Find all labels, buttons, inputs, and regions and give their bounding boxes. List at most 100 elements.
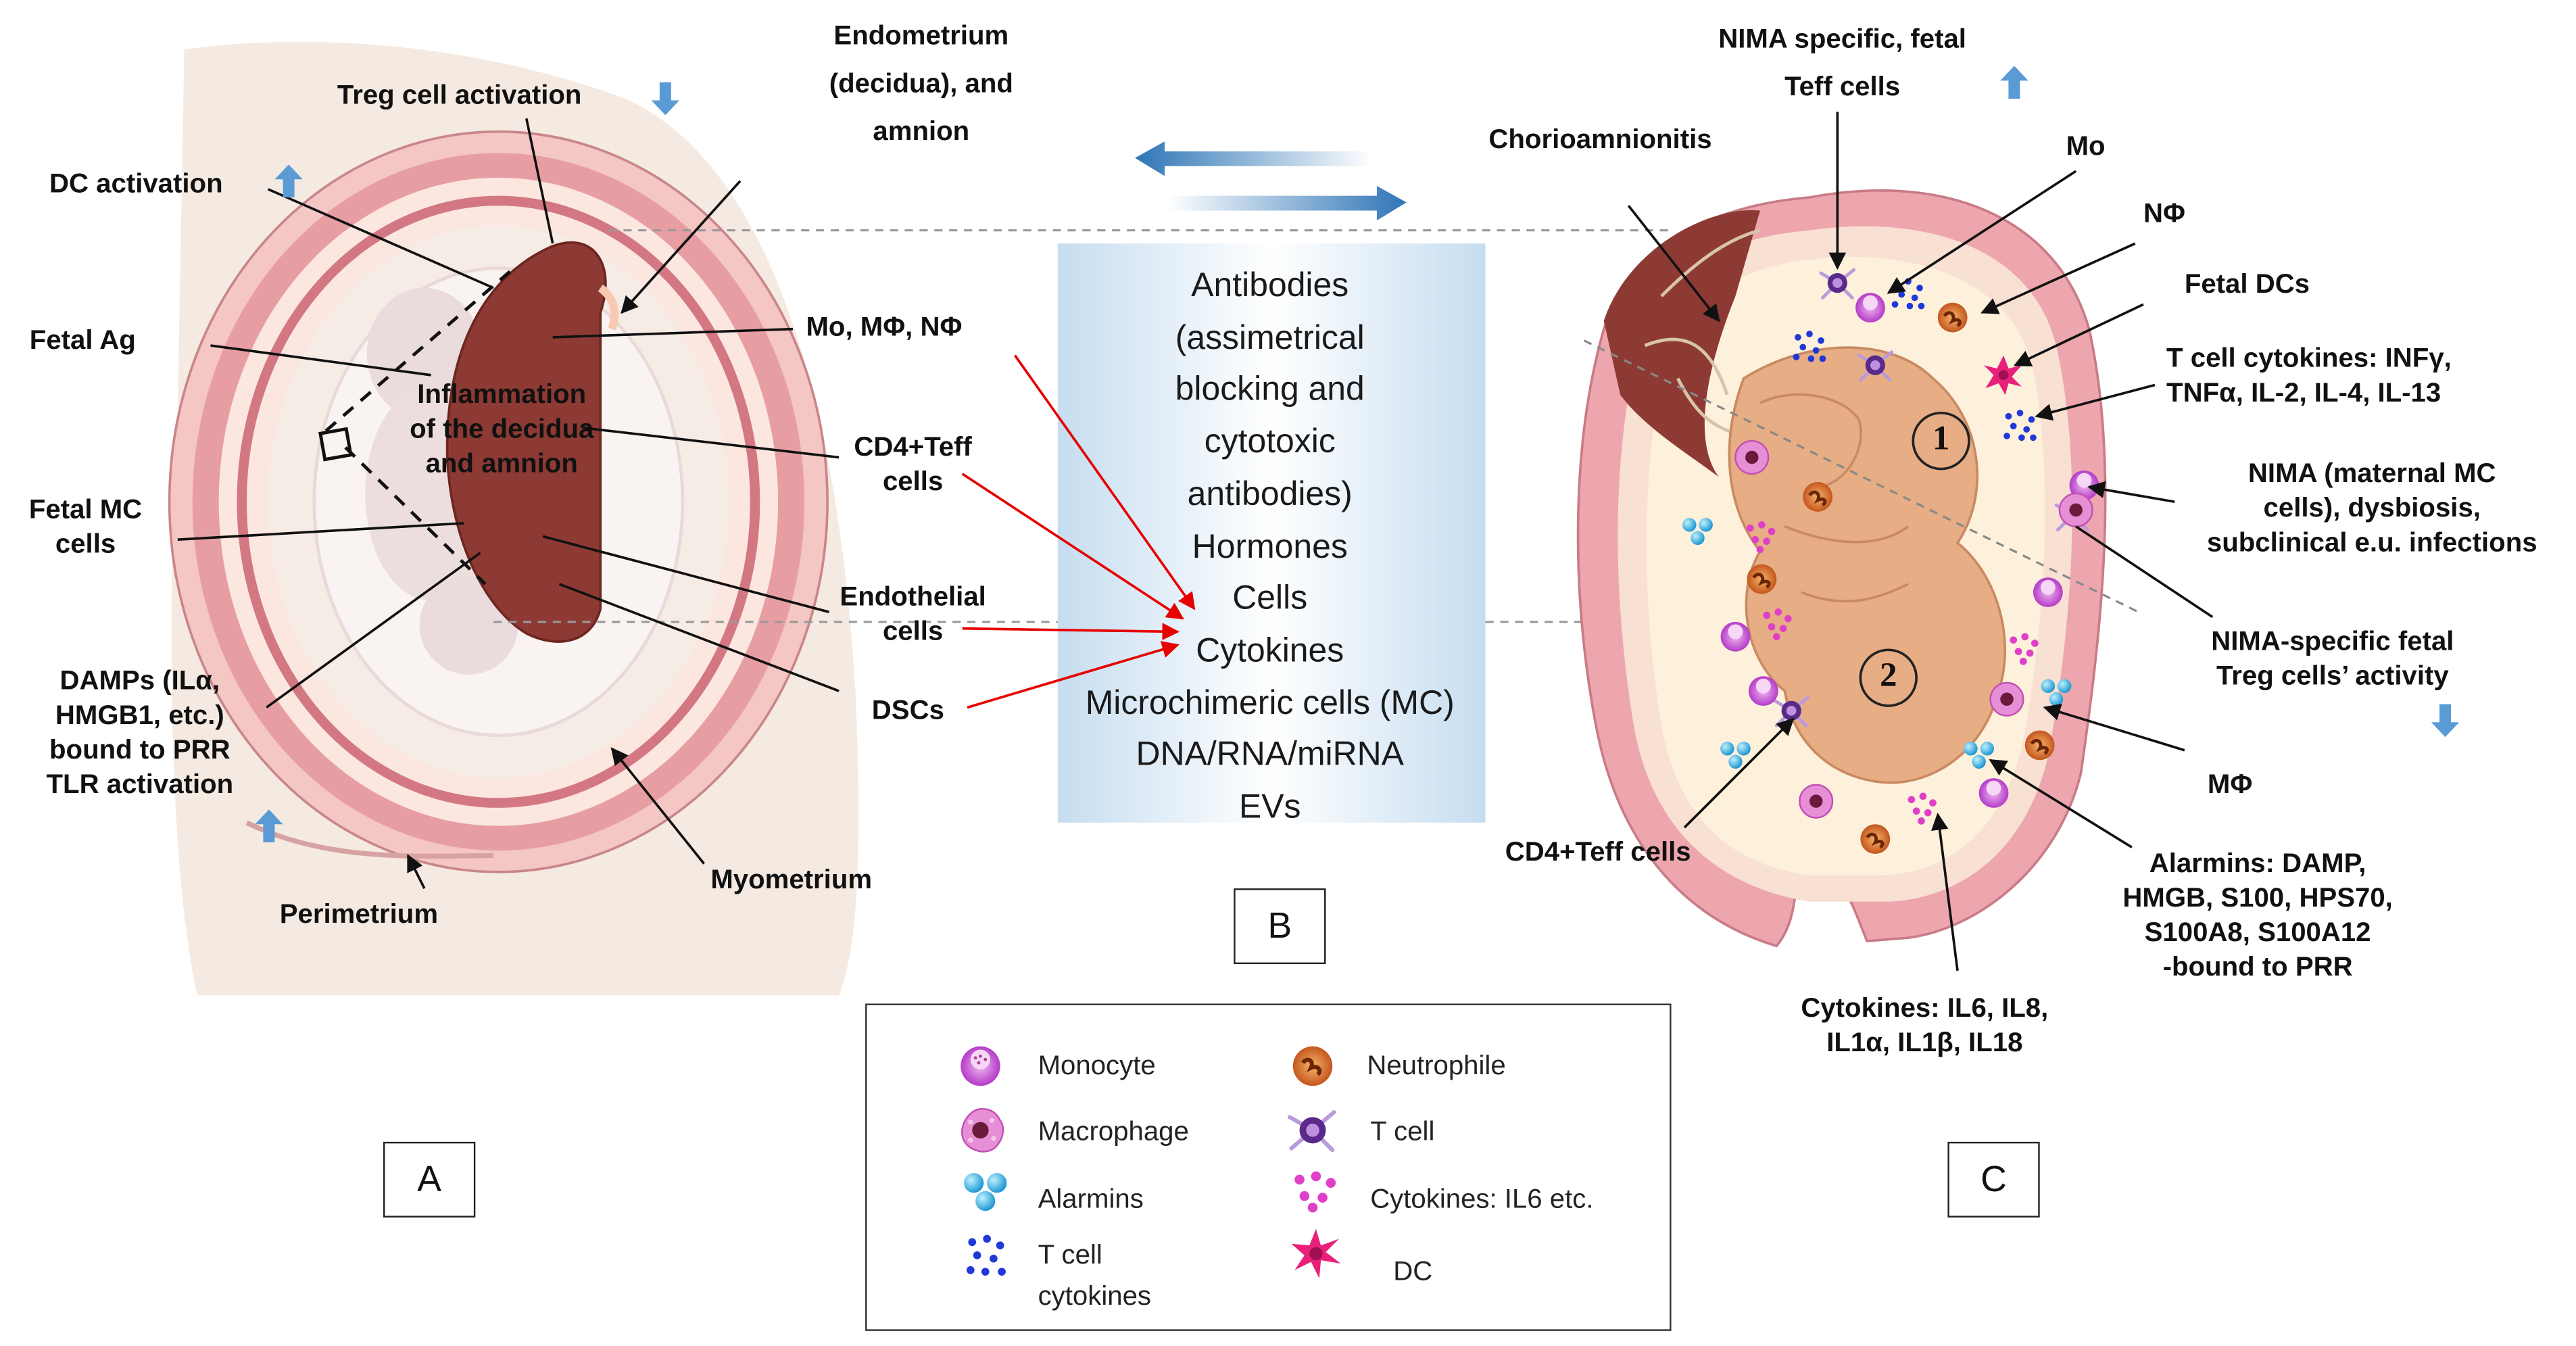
cytokines-line: Cytokines: IL6, IL8, [1801, 993, 2049, 1024]
legend-alarmins: Alarmins [1038, 1184, 1144, 1214]
label-fetal-dcs: Fetal DCs [2184, 270, 2310, 299]
cytokines-icon [1294, 1171, 1336, 1213]
alarmins-line: HMGB, S100, HPS70, [2122, 883, 2393, 913]
fetal-mc-line: cells [55, 529, 116, 560]
t-cell-icon [1857, 350, 1894, 382]
panel-a-uterus-illustration [168, 41, 859, 996]
teff-up-arrow [2000, 66, 2028, 99]
t-cell-cytokines-icon [1793, 331, 1826, 362]
left-arrow [1135, 141, 1372, 176]
panel-c-pointer-lines [1627, 112, 2214, 971]
fetus-2-marker [1859, 648, 1918, 707]
macrophage-icon [961, 1108, 1004, 1153]
t-cell-icon [1287, 1110, 1336, 1153]
legend-macrophage: Macrophage [1038, 1117, 1189, 1147]
t-cell-cytokines-icon [966, 1234, 1006, 1276]
alarmins-line: Alarmins: DAMP, [2149, 848, 2366, 879]
panel-label-b: B [1234, 888, 1326, 965]
macrophage-icon [1734, 439, 1770, 475]
monocyte-icon [1855, 293, 1885, 322]
label-fetal-ag: Fetal Ag [29, 325, 136, 356]
alarmins-line: -bound to PRR [2162, 953, 2353, 982]
legend-neutrophile: Neutrophile [1367, 1051, 1506, 1081]
right-arrow [1167, 185, 1407, 221]
legend-cytokines: Cytokines: IL6 etc. [1370, 1184, 1594, 1214]
label-damps: DAMPs (ILα, HMGB1, etc.) bound to PRR TL… [0, 665, 280, 802]
t-cell-icon [1819, 268, 1856, 299]
mediator-item: Microchimeric cells (MC) [1085, 683, 1455, 722]
label-t-cell-cytokines: T cell cytokines: INFγ, TNFα, IL-2, IL-4… [2166, 342, 2452, 411]
mediator-item: DNA/RNA/miRNA [1136, 736, 1404, 774]
inflammation-line: and amnion [425, 449, 578, 479]
t-cell-icon [1773, 696, 1809, 727]
mediator-item: EVs [1238, 788, 1301, 826]
mediator-item: Cytokines [1196, 631, 1344, 670]
nima-maternal-line: cells), dysbiosis, [2263, 494, 2481, 523]
panel-label-a: A [383, 1141, 476, 1218]
t-cell-cytokines-line: TNFα, IL-2, IL-4, IL-13 [2166, 378, 2441, 408]
t-cell-cytokines-line: T cell cytokines: INFγ, [2166, 343, 2452, 374]
monocyte-icon [961, 1046, 1000, 1086]
cytokines-icon [2010, 633, 2039, 665]
mediator-item: cytotoxic [1204, 423, 1336, 461]
label-dc-activation: DC activation [49, 169, 223, 199]
change-indicator-arrows [255, 66, 2460, 843]
monocyte-icon [2033, 577, 2063, 607]
endometrium-line: Endometrium [833, 21, 1009, 51]
mediator-item: blocking and [1175, 370, 1365, 409]
neutrophile-icon [1292, 1046, 1333, 1086]
legend-t-cell-cytokines-line: cytokines [1038, 1281, 1151, 1312]
label-cd4-teff-a: CD4+Teff cells [823, 431, 1004, 500]
nima-maternal-line: subclinical e.u. infections [2206, 528, 2537, 558]
cytokines-line: IL1α, IL1β, IL18 [1826, 1028, 2023, 1058]
cd4-teff-line: CD4+Teff [854, 433, 972, 462]
dc-icon [1291, 1228, 1341, 1278]
macrophage-icon [1989, 681, 2024, 717]
monocyte-icon [1720, 621, 1751, 652]
label-endothelial: Endothelial cells [806, 581, 1019, 650]
fetus-1-label: 1 [1932, 418, 1950, 458]
fetus-2-label: 2 [1879, 654, 1897, 694]
label-perimetrium: Perimetrium [279, 900, 439, 930]
panel-label-c: C [1947, 1141, 2040, 1218]
dc-up-arrow [274, 164, 303, 198]
mediator-item: Cells [1232, 579, 1308, 618]
macrophage-icon [1799, 784, 1834, 819]
treg-down-arrow [651, 82, 680, 116]
monocyte-icon [1978, 778, 2009, 808]
treg-activity-down-arrow [2431, 704, 2460, 738]
inflammation-line: Inflammation [417, 380, 587, 410]
panel-c-uterus-illustration [1576, 189, 2139, 948]
legend-dc: DC [1393, 1257, 1433, 1287]
damps-line: TLR activation [46, 769, 234, 800]
legend-monocyte: Monocyte [1038, 1051, 1156, 1081]
panel-c-cells [1682, 268, 2099, 855]
mediator-item: Antibodies [1191, 266, 1349, 305]
label-endometrium: Endometrium (decidua), and amnion [798, 13, 1044, 156]
alarmins-icon [1964, 742, 1995, 769]
neutrophile-icon [1937, 302, 1968, 333]
alarmins-icon [964, 1173, 1007, 1211]
damps-line: HMGB1, etc.) [55, 700, 224, 731]
label-myometrium: Myometrium [710, 865, 873, 895]
label-inflammation: Inflammation of the decidua and amnion [403, 379, 600, 482]
neutrophile-icon [1747, 564, 1777, 594]
label-nima-treg: NIMA-specific fetal Treg cells’ activity [2168, 625, 2497, 694]
legend-t-cell: T cell [1370, 1117, 1435, 1147]
fetal-mc-line: Fetal MC [28, 495, 143, 525]
label-mf: MΦ [2207, 769, 2253, 800]
label-cytokines-c: Cytokines: IL6, IL8, IL1α, IL1β, IL18 [1776, 992, 2072, 1061]
damps-line: DAMPs (ILα, [59, 666, 220, 696]
label-cd4-teff-c: CD4+Teff cells [1505, 837, 1691, 867]
mediator-item: (assimetrical [1175, 318, 1365, 357]
label-chorioamnionitis: Chorioamnionitis [1488, 124, 1712, 155]
alarmins-icon [2041, 679, 2072, 706]
cytokines-icon [1907, 792, 1937, 825]
nima-teff-line: Teff cells [1784, 72, 1901, 102]
damps-up-arrow [255, 809, 283, 843]
panel-b-mediators-list: Antibodies (assimetrical blocking and cy… [1053, 260, 1487, 834]
cd4-teff-line: cells [882, 467, 944, 497]
mediator-item: antibodies) [1187, 475, 1353, 513]
t-cell-cytokines-icon [2003, 409, 2037, 441]
